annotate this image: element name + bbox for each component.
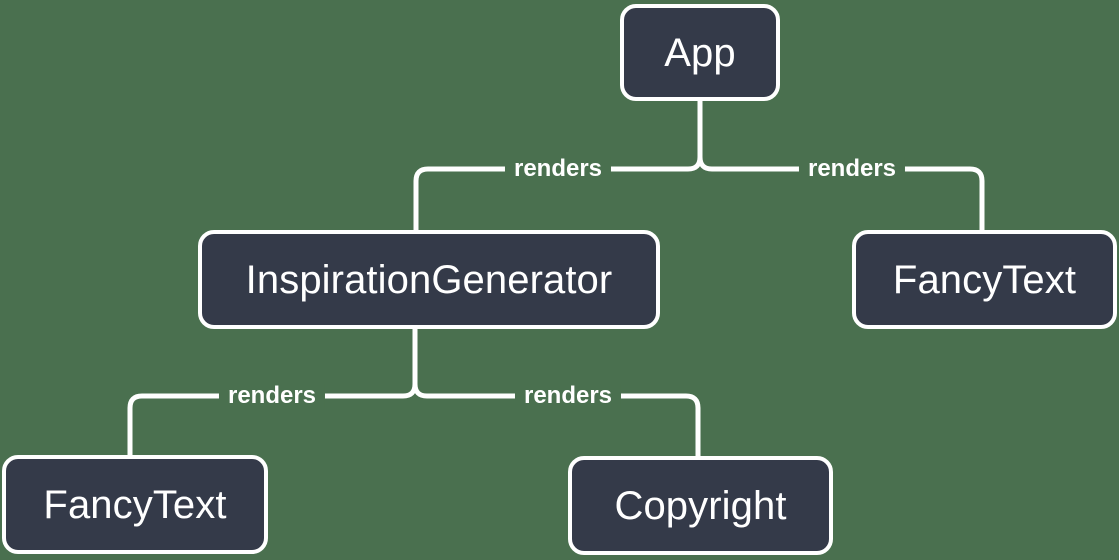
node-app-label: App xyxy=(664,30,736,75)
node-copyright-label: Copyright xyxy=(614,483,787,528)
node-copyright[interactable]: Copyright xyxy=(568,456,833,555)
edge-label-app-to-fancytext-right: renders xyxy=(798,157,906,181)
node-fancytext-bottom[interactable]: FancyText xyxy=(2,455,268,554)
edge-label-inspiration-generator-to-fancytext-bottom: renders xyxy=(218,384,326,408)
edge-label-app-to-inspiration-generator: renders xyxy=(504,157,612,181)
node-app[interactable]: App xyxy=(620,4,780,101)
node-inspiration-generator[interactable]: InspirationGenerator xyxy=(198,230,660,329)
node-fancytext-right[interactable]: FancyText xyxy=(852,230,1117,329)
edge-label-inspiration-generator-to-copyright: renders xyxy=(514,384,622,408)
node-inspiration-generator-label: InspirationGenerator xyxy=(245,257,613,302)
node-fancytext-right-label: FancyText xyxy=(892,257,1077,302)
node-fancytext-bottom-label: FancyText xyxy=(43,482,227,527)
